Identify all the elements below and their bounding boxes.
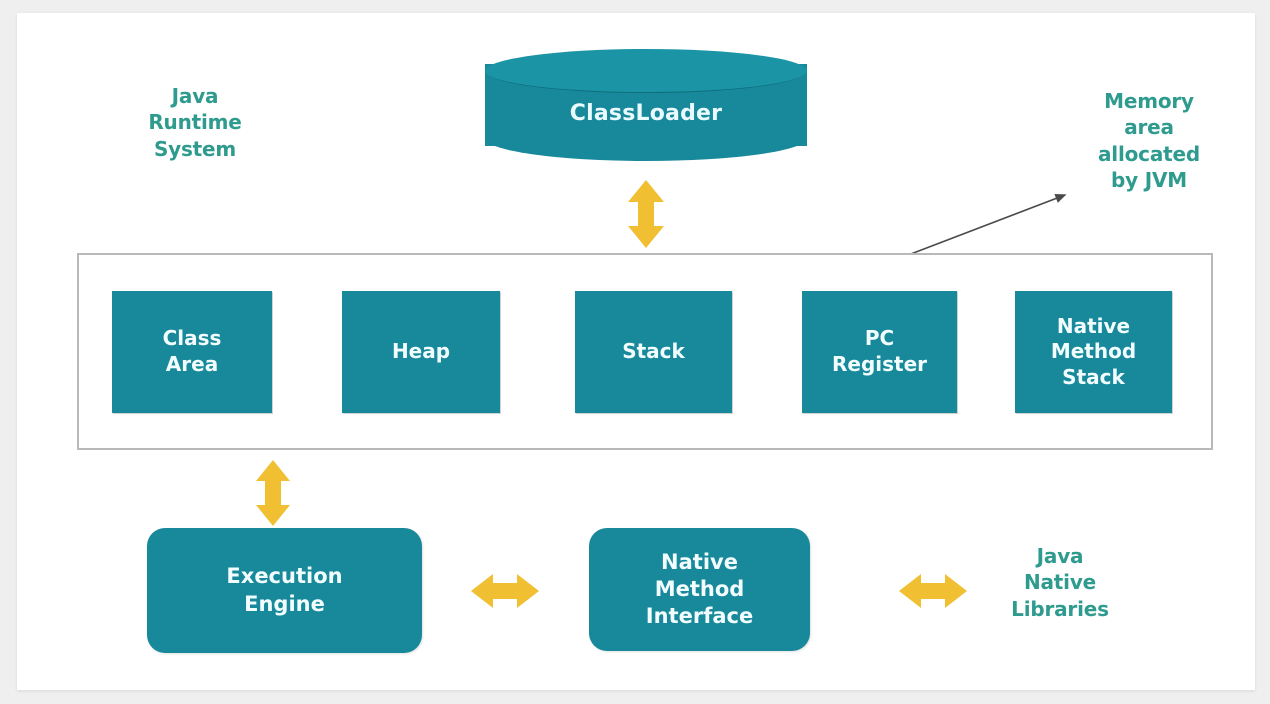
memory-area-callout-label: Memory area allocated by JVM <box>1098 89 1200 193</box>
java-native-libraries-label: Java Native Libraries <box>1011 544 1109 621</box>
arrow-classloader-to-memory-icon <box>628 180 664 248</box>
classloader-label: ClassLoader <box>569 101 723 126</box>
classloader-cylinder[interactable]: ClassLoader <box>485 49 807 161</box>
memory-box-heap[interactable]: Heap <box>342 291 500 413</box>
cylinder-top-ellipse <box>485 49 807 93</box>
memory-box-stack[interactable]: Stack <box>575 291 732 413</box>
native-method-interface-box[interactable]: Native Method Interface <box>589 528 810 651</box>
diagram-card: Java Runtime System ClassLoader Memory a… <box>17 13 1255 690</box>
java-runtime-system-label: Java Runtime System <box>148 84 242 161</box>
arrow-execution-engine-to-nmi-icon <box>471 574 539 608</box>
arrow-memory-to-execution-engine-icon <box>256 460 290 526</box>
memory-box-native-method-stack[interactable]: Native Method Stack <box>1015 291 1172 413</box>
callout-arrow-icon <box>902 193 1067 258</box>
memory-box-pc-register[interactable]: PC Register <box>802 291 957 413</box>
execution-engine-box[interactable]: Execution Engine <box>147 528 422 653</box>
memory-box-class-area[interactable]: Class Area <box>112 291 272 413</box>
arrow-nmi-to-native-libraries-icon <box>899 574 967 608</box>
